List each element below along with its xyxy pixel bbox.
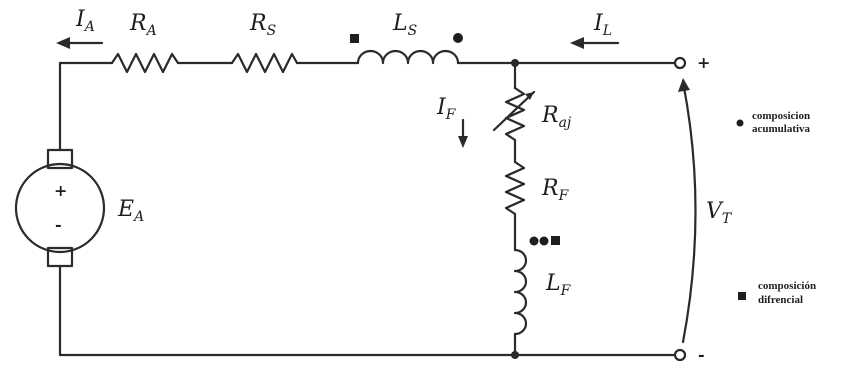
shunt-dot-mark-2 [539, 236, 549, 246]
resistor-ra [110, 52, 180, 74]
legend-differential-line1: composición [758, 280, 816, 292]
negative-terminal [673, 348, 687, 362]
inductor-lf [513, 248, 528, 336]
label-ea: EA [117, 197, 144, 225]
label-ia: IA [75, 7, 95, 35]
raj-arrow-head [525, 92, 534, 100]
legend-differential-line2: difrencial [758, 294, 803, 306]
legend-square-icon [738, 292, 746, 300]
label-lf: LF [545, 271, 572, 299]
vt-arc-arrowhead [678, 78, 690, 92]
label-raj: Raj [541, 103, 572, 131]
legend-cumulative-line2: acumulativa [752, 123, 811, 135]
terminal-minus-sign: - [698, 345, 705, 364]
label-il: IL [593, 11, 612, 39]
legend-dot-icon [736, 119, 744, 127]
armature-source [14, 148, 106, 268]
label-ra: RA [129, 11, 157, 39]
vt-arc [681, 80, 697, 344]
source-plus-sign: + [54, 181, 67, 200]
legend-cumulative-line1: composicion [752, 110, 810, 122]
shunt-dot-mark-1 [529, 236, 539, 246]
resistor-rf [504, 160, 526, 216]
if-arrow-head [458, 136, 468, 148]
positive-terminal [673, 56, 687, 70]
il-arrow-head [570, 37, 584, 49]
raj-adjust-arrow [492, 90, 536, 132]
terminal-plus-sign: + [697, 53, 710, 72]
label-rf: RF [541, 176, 570, 204]
series-dot-mark [453, 33, 463, 43]
ia-arrow-head [56, 37, 70, 49]
resistor-rs [230, 52, 299, 74]
label-if: IF [436, 95, 457, 123]
label-rs: RS [249, 11, 276, 39]
series-square-mark [350, 34, 359, 43]
resistor-raj [504, 86, 526, 142]
inductor-ls [356, 49, 460, 65]
shunt-square-mark [551, 236, 560, 245]
label-vt: VT [706, 199, 733, 227]
label-ls: LS [392, 11, 417, 39]
source-minus-sign: - [55, 215, 62, 234]
